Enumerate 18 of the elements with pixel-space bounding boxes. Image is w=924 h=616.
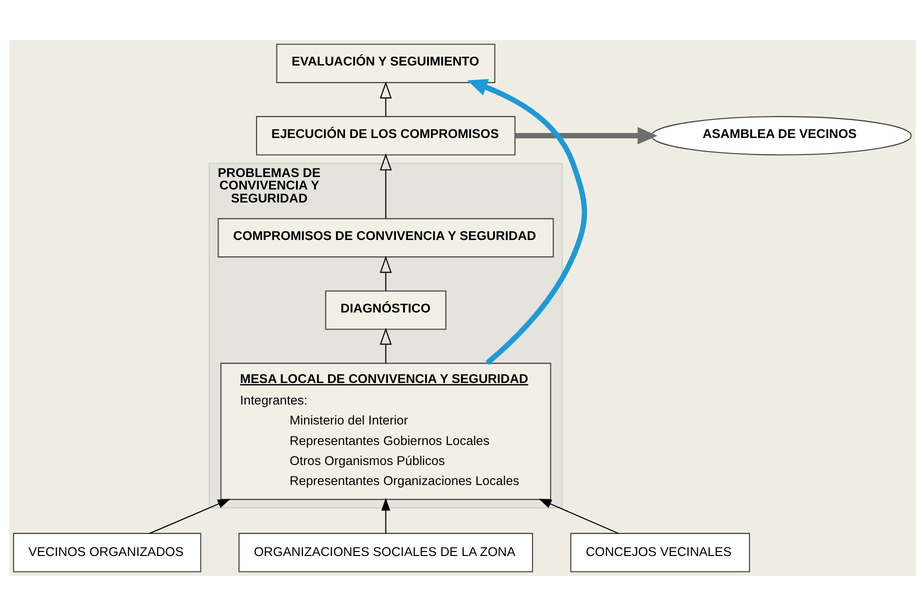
- node-box: COMPROMISOS DE CONVIVENCIA Y SEGURIDAD: [217, 218, 554, 258]
- arrow: [538, 498, 618, 534]
- node-ellipse: ASAMBLEA DE VECINOS: [650, 116, 912, 156]
- arrow: [379, 153, 392, 218]
- arrow: [379, 328, 392, 364]
- arrow: [379, 81, 392, 116]
- node-box: CONCEJOS VECINALES: [570, 532, 750, 572]
- node-box: ORGANIZACIONES SOCIALES DE LA ZONA: [238, 532, 533, 572]
- arrow: [379, 256, 392, 291]
- node-box: EJECUCIÓN DE LOS COMPROMISOS: [256, 116, 516, 156]
- node-box: VECINOS ORGANIZADOS: [12, 532, 201, 572]
- node-box: MESA LOCAL DE CONVIVENCIA Y SEGURIDAD Integrantes: Ministerio del Interior Representantes Gobiernos Locales Otros Organismos Públicos Representantes Organizaciones Locales: [220, 362, 551, 500]
- arrow: [466, 78, 587, 365]
- arrow: [148, 498, 230, 534]
- node-box: DIAGNÓSTICO: [324, 290, 446, 330]
- node-box: EVALUACIÓN Y SEGUIMIENTO: [276, 44, 495, 84]
- arrow: [514, 126, 658, 144]
- arrow: [380, 498, 390, 534]
